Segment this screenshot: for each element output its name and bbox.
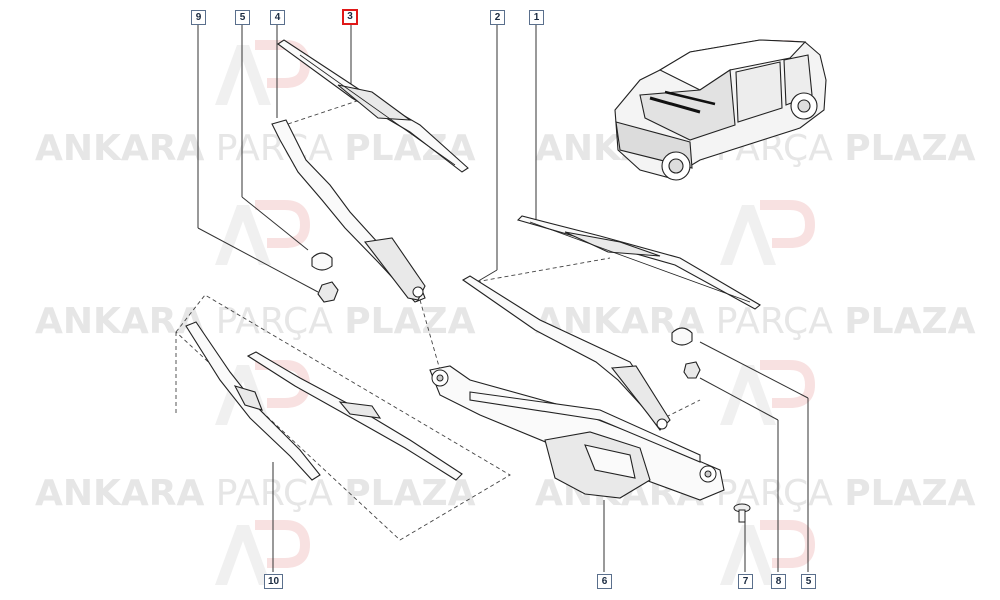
callout-2[interactable]: 2: [490, 10, 505, 25]
svg-text:ANKARA PARÇA PLAZA: ANKARA PARÇA PLAZA: [35, 473, 476, 514]
wiper-arm-right: [461, 275, 671, 431]
callout-8[interactable]: 8: [771, 574, 786, 589]
cap-and-nut-right: [671, 327, 701, 379]
wiper-blade-left: [277, 39, 469, 173]
watermark-text: ANKARA PARÇA PLAZA ANKARA PARÇA PLAZA AN…: [35, 128, 976, 514]
watermark-word: ANKARA: [35, 301, 204, 342]
wiper-linkage-motor: [429, 365, 725, 501]
svg-text:ANKARA PARÇA PLAZA: ANKARA PARÇA PLAZA: [535, 473, 976, 514]
ap-logo-icon: [720, 200, 816, 265]
cap-and-nut-left: [311, 252, 339, 303]
callout-9[interactable]: 9: [191, 10, 206, 25]
callout-3-highlighted[interactable]: 3: [342, 9, 358, 25]
wiper-blade-right: [516, 215, 761, 310]
ap-logo-icon: [720, 360, 816, 425]
watermark-word: PLAZA: [344, 301, 475, 342]
watermark-word: PARÇA: [216, 128, 333, 169]
watermark-word: PLAZA: [344, 473, 475, 514]
watermark-word: PARÇA: [216, 473, 333, 514]
svg-text:ANKARA PARÇA PLAZA: ANKARA PARÇA PLAZA: [35, 301, 476, 342]
callout-5-bottom[interactable]: 5: [801, 574, 816, 589]
ap-logo-icon: [215, 200, 311, 265]
car-illustration: [614, 39, 827, 181]
watermark-word: ANKARA: [35, 473, 204, 514]
callout-10[interactable]: 10: [264, 574, 283, 589]
callout-1[interactable]: 1: [529, 10, 544, 25]
watermark-word: ANKARA: [35, 128, 204, 169]
wiper-blade-set: [185, 321, 463, 481]
wiper-arm-left: [271, 119, 426, 303]
watermark-word: PLAZA: [844, 473, 975, 514]
leader-lines: [197, 24, 809, 572]
callout-6[interactable]: 6: [597, 574, 612, 589]
mounting-bolt: [733, 503, 751, 523]
watermark-word: PARÇA: [716, 473, 833, 514]
callout-5-top[interactable]: 5: [235, 10, 250, 25]
svg-text:ANKARA PARÇA PLAZA: ANKARA PARÇA PLAZA: [535, 301, 976, 342]
watermark-word: PARÇA: [216, 301, 333, 342]
svg-text:ANKARA PARÇA PLAZA: ANKARA PARÇA PLAZA: [35, 128, 476, 169]
watermark-word: PLAZA: [844, 301, 975, 342]
ap-logo-icon: [720, 520, 816, 585]
watermark-word: PARÇA: [716, 301, 833, 342]
ap-logo-icon: [215, 520, 311, 585]
callout-4[interactable]: 4: [270, 10, 285, 25]
callout-7[interactable]: 7: [738, 574, 753, 589]
watermark-word: PLAZA: [844, 128, 975, 169]
